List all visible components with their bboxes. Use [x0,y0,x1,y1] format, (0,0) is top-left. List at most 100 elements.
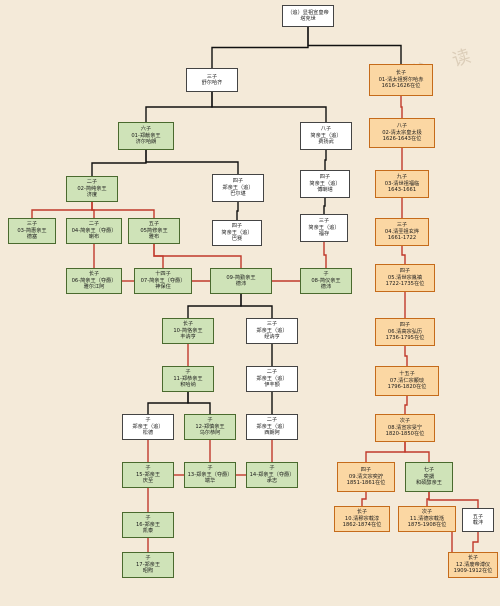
node-shenbao-line-0: 十四子 [155,271,171,278]
node-wulun-line-2: 乌尔恭阿 [199,430,221,437]
node-baerkan-line-2: 巴尔堪 [230,191,246,198]
connector-jierhalang-jidu [91,150,147,176]
node-jierhalang-line-1: 01-郑献亲王 [131,132,161,139]
connector-debao-fengna [187,294,242,318]
node-laobu-line-1: 04-简亲王（夺爵） [71,227,117,234]
connector-xilin-fuxiu [323,198,326,214]
node-wulun-line-1: 12-郑慎亲王 [195,423,225,430]
node-dezhao-line-1: 08-简仪亲王 [311,277,341,284]
connector-shuerhaqi-feiyanggu [211,92,327,122]
node-laobu-line-2: 喇布 [88,234,100,241]
node-kangxi-line-2: 1661-1722 [387,235,417,242]
connector-qianlong-jiaqing [404,346,408,366]
connector-root-shuerhaqi [211,27,309,68]
connector-jilang-songde [147,392,189,414]
connector-xianfeng-tongzhi [361,492,367,506]
node-jidu-line-2: 济度 [86,192,98,199]
node-fuxiu-line-0: 三子 [318,218,330,225]
node-fengna-line-0: 长子 [182,321,194,328]
node-hongtaiji-line-2: 1626-1643在位 [382,136,422,143]
node-qinghui-line-2: 庆至 [142,478,154,485]
node-fengna-line-2: 丰讷亨 [180,334,196,341]
node-debao-line-2: 德沛 [235,281,247,287]
connector-kangxi-yongzheng [401,246,406,264]
node-daoguang-line-2: 1820-1850在位 [385,431,425,438]
node-fengna-line-1: 10-简恪亲王 [173,327,203,334]
node-kaitai-line-1: 16-郑亲王 [135,521,161,528]
connector-debao-jingxu [240,294,273,318]
node-puyi-line-1: 12.清废帝溥仪 [455,561,491,568]
node-qinghui-line-1: 15-郑亲王 [135,471,161,478]
node-yilang: 二子郑亲王（追）伊丰额 [246,366,298,392]
node-ximing: 二子郑亲王（追）西朗阿 [246,414,298,440]
node-tongzhi-line-2: 1862-1874在位 [342,522,382,529]
node-kaitai-line-2: 凯泰 [142,528,154,535]
node-qianlong-line-1: 06.清高宗弘历 [387,328,423,335]
node-shenbao-line-1: 07-简亲王（夺爵） [140,277,186,284]
node-debao-line-1: 09-简勤亲王 [226,274,256,281]
node-puyi-line-2: 1909-1912在位 [453,568,493,575]
node-jiaqing-line-2: 1796-1820在位 [387,384,427,391]
node-yixuan-line-1: 奕譞 [423,473,435,480]
node-chengzhi-line-2: 承志 [266,478,278,485]
node-jingxu-line-2: 经讷亨 [264,334,280,341]
node-jilang-line-0: 子 [185,369,191,376]
node-xianfeng-line-2: 1851-1861在位 [346,480,386,487]
node-guangxu-line-0: 次子 [421,509,433,516]
node-kaitai-line-0: 子 [145,515,151,522]
node-wulun-line-0: 子 [207,417,213,424]
node-yixuan-line-2: 和硕醇亲王 [416,480,442,487]
node-shuerhaqi: 三子舒尔哈齐 [186,68,238,92]
node-shuerhaqi-line-1: 舒尔哈齐 [201,80,223,86]
node-bagan-line-1: 简亲王（追） [221,229,253,236]
node-jingxu-line-1: 郑亲王（追） [256,327,288,334]
node-feiyanggu-line-2: 费扬武 [318,139,334,146]
node-shenbao-line-2: 神保住 [155,284,171,291]
node-qianlong-line-0: 四子 [399,322,411,329]
connector-feiyanggu-xilin [324,150,327,170]
node-chengzhi-line-1: 14-郑亲王（夺爵） [249,471,295,478]
connector-fuxiu-dezhao [323,242,327,268]
node-hongtaiji-line-0: 八子 [396,123,408,130]
node-nurhaci-line-0: 长子 [395,70,407,77]
node-guangxu-line-1: 11.清德宗载湉 [409,515,445,522]
node-hongtaiji-line-1: 02-清太宗皇太极 [382,129,422,136]
connector-jiaqing-daoguang [404,396,408,414]
node-jingxu-line-0: 三子 [266,321,278,328]
node-root: （追）显祖宣皇帝塔克世 [282,5,334,27]
node-baerkan-line-1: 郑亲王（追） [222,184,254,191]
node-yabuna-line-0: 五子 [148,221,160,228]
node-dejue-line-1: 03-简惠亲王 [17,227,47,234]
node-nurhaci-line-2: 1616-1626在位 [381,83,421,90]
node-jilang-line-2: 积哈纳 [180,382,196,389]
node-xianfeng-line-0: 四子 [360,467,372,474]
node-jiaqing-line-1: 07.清仁宗颙琰 [389,377,425,384]
node-jilang-line-1: 11-郑恭亲王 [173,375,203,382]
connector-yixuan-zaifeng [428,492,479,508]
node-kangxi-line-0: 三子 [396,222,408,229]
node-kangxi-line-1: 04.清圣祖玄烨 [384,228,420,235]
node-yixuan: 七子奕譞和硕醇亲王 [405,462,453,492]
node-dezhao-line-2: 德沛 [320,284,332,291]
connector-zaifeng-puyi [472,532,479,552]
node-yilang-line-0: 二子 [266,369,278,376]
node-jingxu: 三子郑亲王（追）经讷亨 [246,318,298,344]
node-tongzhi-line-0: 长子 [356,509,368,516]
node-puyi-line-0: 长子 [467,555,479,562]
node-zaifeng: 五子载沣 [462,508,494,532]
